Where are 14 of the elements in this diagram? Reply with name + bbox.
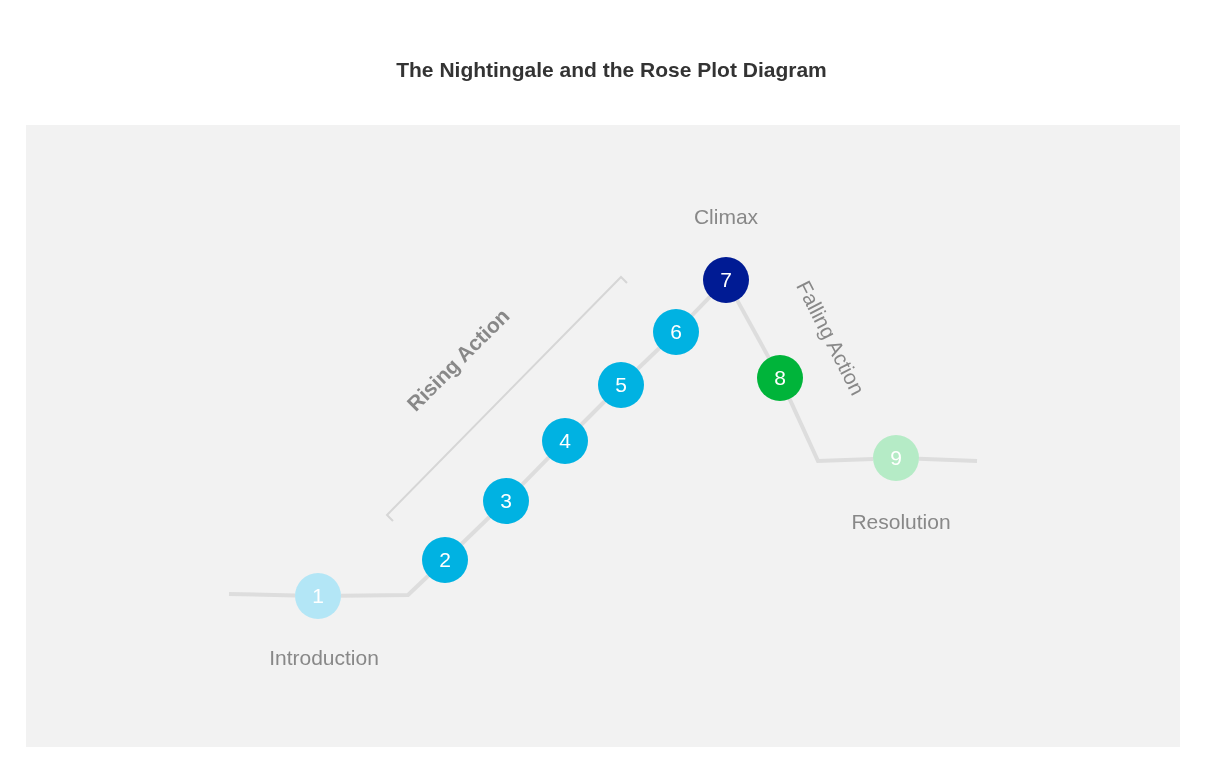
plot-line [579, 399, 607, 427]
plot-line [787, 398, 874, 464]
plot-line [918, 456, 978, 463]
stage-label: Introduction [269, 646, 379, 670]
plot-line [340, 574, 430, 598]
plot-line [636, 346, 661, 371]
diagram-title: The Nightingale and the Rose Plot Diagram [395, 58, 828, 82]
stage-label: Resolution [851, 510, 951, 534]
plot-line [690, 295, 712, 317]
plot-line [228, 592, 296, 598]
plot-line [460, 515, 491, 546]
plot-line [735, 299, 771, 359]
stage-label: Climax [693, 205, 759, 229]
plot-line [520, 456, 551, 486]
